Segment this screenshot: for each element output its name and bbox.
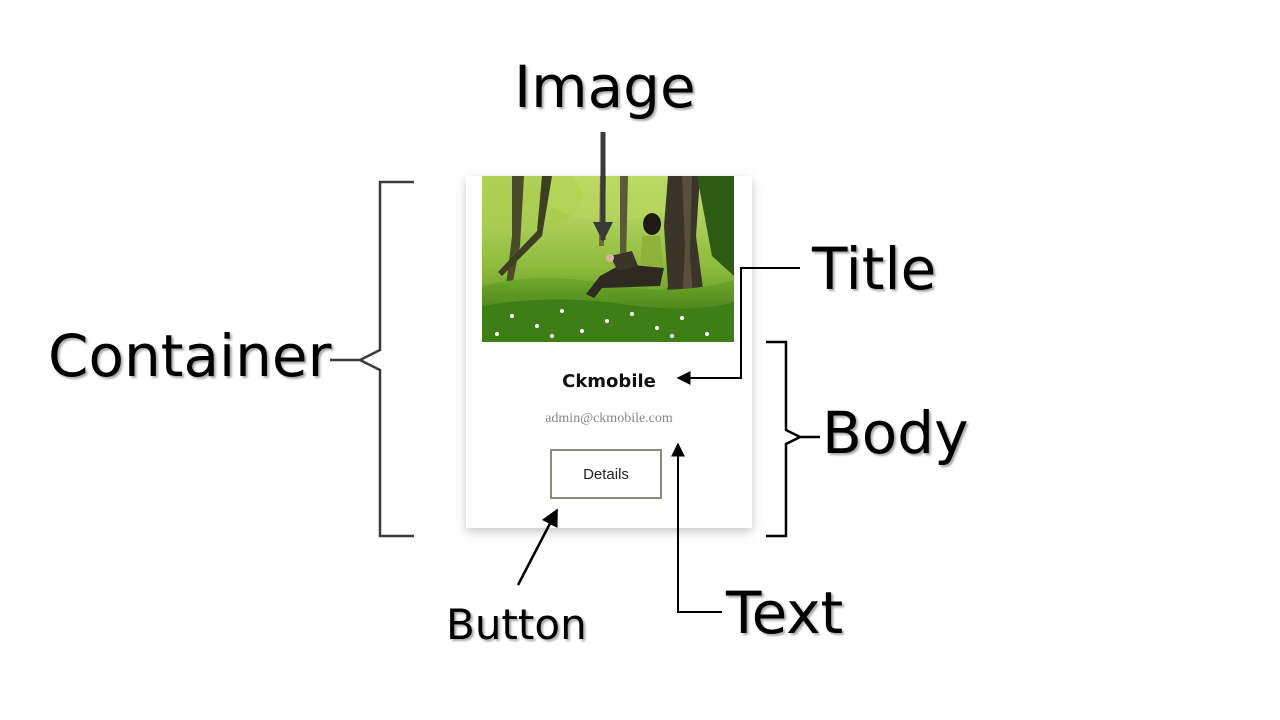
label-text: Text [726, 579, 844, 647]
button-arrow [516, 508, 559, 586]
card-title: Ckmobile [562, 371, 656, 392]
forest-image [482, 176, 734, 342]
label-container: Container [48, 322, 332, 390]
label-button: Button [446, 600, 587, 649]
body-bracket [766, 340, 820, 538]
text-arrow [671, 442, 722, 613]
label-image: Image [514, 53, 696, 121]
details-button[interactable]: Details [550, 449, 662, 499]
title-arrow [676, 267, 800, 385]
card-image [482, 176, 734, 342]
label-title: Title [812, 235, 937, 303]
label-body: Body [822, 399, 969, 467]
container-bracket [330, 180, 414, 538]
card-email-text: admin@ckmobile.com [545, 411, 673, 426]
